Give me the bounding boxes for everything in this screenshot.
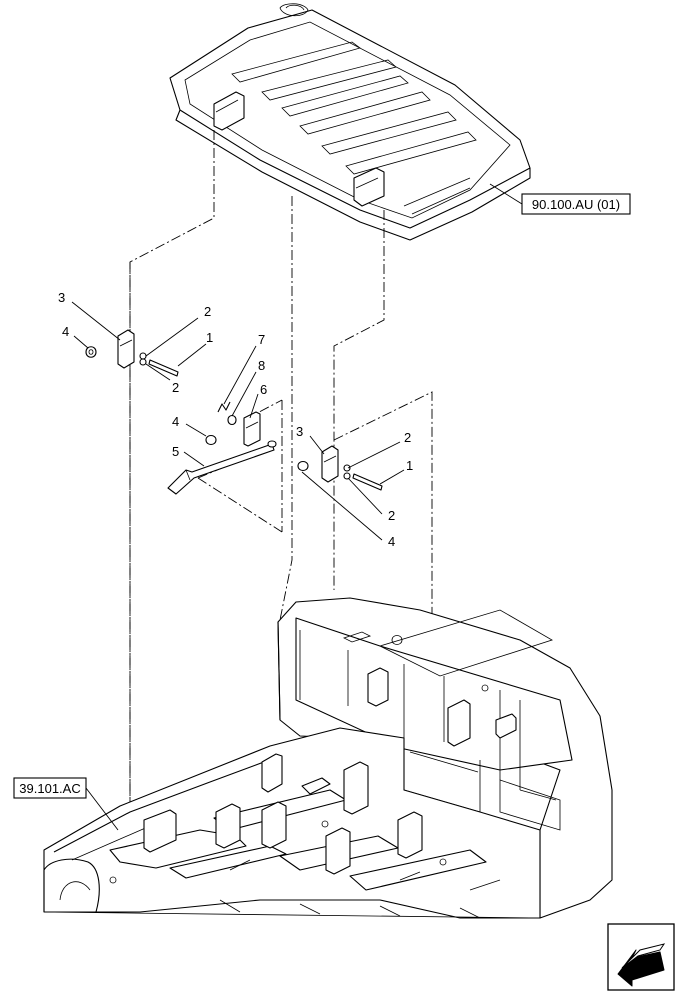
callout-right-2-bottom: 2 [388, 508, 395, 523]
cab-frame [43, 597, 613, 919]
callout-right-4: 4 [388, 534, 395, 549]
callout-left-4: 4 [62, 324, 69, 339]
callout-right-1: 1 [406, 458, 413, 473]
hinge-bracket[interactable] [117, 329, 135, 369]
hinge-bracket[interactable] [321, 445, 339, 483]
latch-bracket[interactable] [243, 411, 261, 447]
washer[interactable] [139, 358, 147, 366]
nut[interactable] [205, 434, 217, 446]
callout-center-7: 7 [258, 332, 265, 347]
callout-left-2-bottom: 2 [172, 380, 179, 395]
center-latch-assembly [167, 401, 277, 495]
latch-rod[interactable] [167, 443, 275, 495]
washer[interactable] [227, 414, 237, 426]
washer[interactable] [343, 464, 351, 472]
nut[interactable] [85, 346, 97, 358]
pin[interactable] [352, 473, 383, 491]
nut[interactable] [297, 460, 309, 472]
callout-right-2-top: 2 [404, 430, 411, 445]
roof-panel [169, 3, 531, 241]
washer[interactable] [139, 352, 147, 360]
callout-center-4: 4 [172, 414, 179, 429]
reference-label-roof: 90.100.AU (01) [532, 197, 620, 212]
callout-center-6: 6 [260, 382, 267, 397]
callout-numbers: 3 2 1 4 2 7 8 6 4 5 3 2 1 2 4 [58, 290, 413, 549]
reference-box [521, 193, 631, 215]
callout-center-5: 5 [172, 444, 179, 459]
callout-left-2-top: 2 [204, 304, 211, 319]
callout-left-3: 3 [58, 290, 65, 305]
pin[interactable] [148, 359, 179, 377]
reference-90-100-au[interactable]: 90.100.AU (01) [489, 183, 631, 215]
callout-left-1: 1 [206, 330, 213, 345]
callout-center-8: 8 [258, 358, 265, 373]
reference-39-101-ac[interactable]: 39.101.AC [13, 777, 119, 831]
washer[interactable] [343, 472, 351, 480]
arrow-left-down-icon[interactable] [607, 923, 675, 991]
callout-right-3: 3 [296, 424, 303, 439]
reference-label-frame: 39.101.AC [19, 781, 80, 796]
right-hinge-assembly [297, 445, 383, 491]
callout-leaders [71, 301, 405, 541]
left-hinge-assembly [85, 329, 179, 377]
spring-clip[interactable] [217, 401, 231, 413]
